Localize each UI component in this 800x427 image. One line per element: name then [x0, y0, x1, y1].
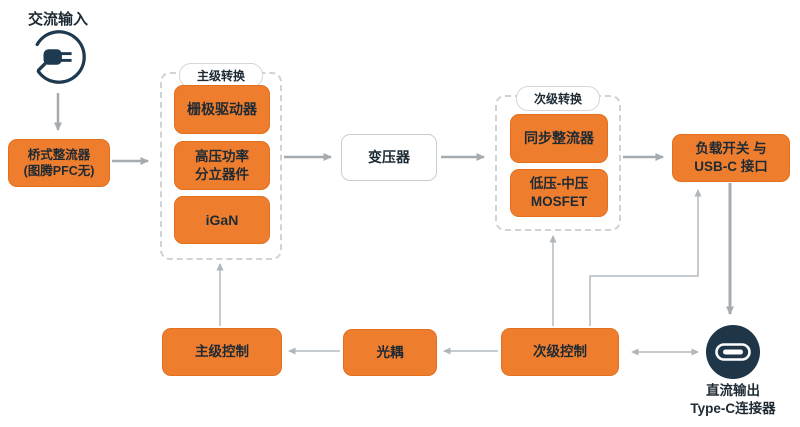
- bridge-rectifier-label: 桥式整流器 (图腾PFC无): [23, 147, 95, 178]
- lv-mv-mosfet-label: 低压-中压 MOSFET: [529, 176, 589, 209]
- igan-label: iGaN: [205, 211, 239, 228]
- secondary-control-label: 次级控制: [533, 344, 587, 360]
- secondary-stage-group: 次级转换 同步整流器 低压-中压 MOSFET: [495, 86, 621, 231]
- load-switch-usbc-label: 负载开关 与 USB-C 接口: [694, 141, 768, 174]
- primary-stage-group: 主级转换 栅极驱动器 高压功率 分立器件 iGaN: [160, 63, 282, 260]
- hv-power-discrete-label: 高压功率 分立器件: [195, 148, 249, 182]
- plug-stem: [37, 60, 49, 72]
- plug-body: [43, 49, 62, 65]
- sync-rectifier-label: 同步整流器: [524, 130, 594, 147]
- primary-control-label: 主级控制: [195, 344, 249, 360]
- power-plug-icon: [35, 30, 86, 84]
- plug-circle-arc: [35, 30, 86, 84]
- sync-rectifier-node: 同步整流器: [510, 114, 608, 163]
- hv-power-discrete-node: 高压功率 分立器件: [174, 141, 270, 190]
- transformer-label: 变压器: [368, 149, 410, 166]
- igan-node: iGaN: [174, 196, 270, 244]
- load-switch-usbc-node: 负载开关 与 USB-C 接口: [672, 134, 790, 182]
- dc-output-label: 直流输出 Type-C连接器: [690, 383, 776, 417]
- gate-driver-node: 栅极驱动器: [174, 85, 270, 134]
- usb-c-connector-icon: [706, 325, 760, 379]
- transformer-node: 变压器: [341, 134, 437, 181]
- optocoupler-node: 光耦: [343, 329, 437, 376]
- lv-mv-mosfet-node: 低压-中压 MOSFET: [510, 169, 608, 217]
- primary-control-node: 主级控制: [162, 328, 282, 376]
- usb-c-outer-oval: [715, 343, 751, 361]
- gate-driver-label: 栅极驱动器: [187, 101, 257, 118]
- optocoupler-label: 光耦: [376, 344, 404, 360]
- usb-c-port-glyph: [715, 343, 751, 361]
- usb-c-inner-bar: [723, 349, 743, 355]
- secondary-stage-title: 次级转换: [515, 86, 601, 111]
- bridge-rectifier-node: 桥式整流器 (图腾PFC无): [8, 139, 110, 187]
- ac-input-label: 交流输入: [28, 11, 89, 28]
- secondary-control-node: 次级控制: [501, 328, 619, 376]
